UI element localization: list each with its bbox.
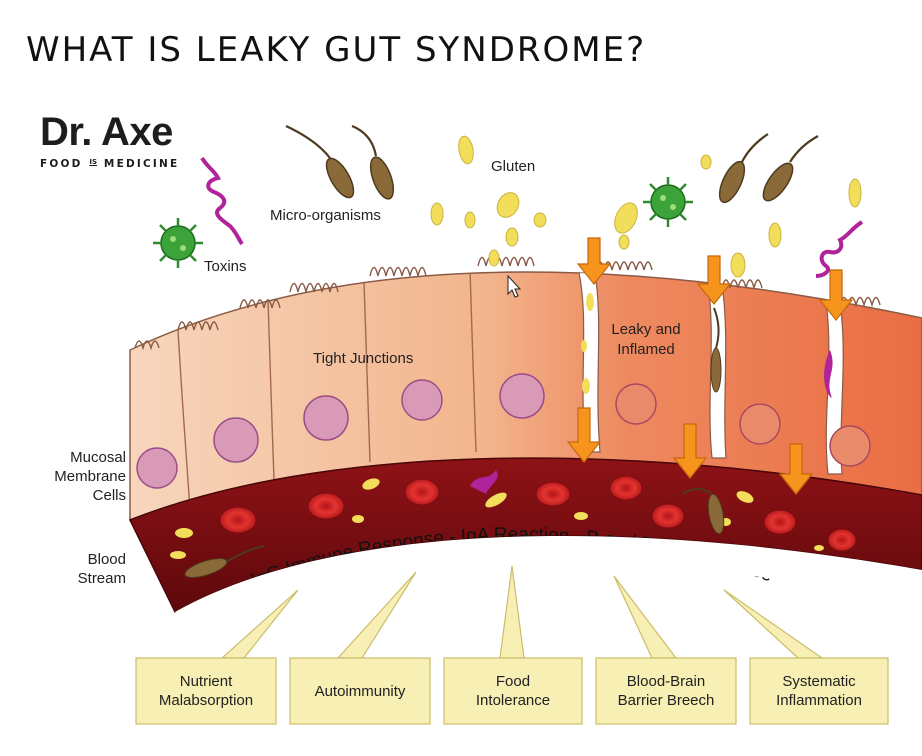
virus-icon (643, 177, 693, 227)
nucleus (499, 373, 545, 419)
outcome-box-systematic-inflammation: Systematic Inflammation (749, 657, 889, 725)
blood-stream-label-1: Blood (88, 551, 126, 568)
arrow-icon (576, 237, 612, 285)
nucleus (401, 379, 443, 421)
leaky-inflamed-label-1: Leaky and (611, 321, 680, 338)
nucleus (303, 395, 349, 441)
page-title: WHAT IS LEAKY GUT SYNDROME? (26, 30, 647, 70)
red-blood-cell (535, 481, 571, 507)
logo-tag-food: FOOD (40, 158, 83, 170)
outcome-box-blood-brain-barrier: Blood-Brain Barrier Breech (595, 657, 737, 725)
leaking-particles (581, 293, 833, 398)
red-blood-cell (609, 475, 643, 501)
blood-stream-label-2: Stream (78, 570, 126, 587)
nucleus (136, 447, 178, 489)
logo-tagline: FOOD IS MEDICINE (40, 158, 179, 170)
outcome-line-1: Nutrient (180, 673, 233, 690)
outcome-boxes: Nutrient Malabsorption Autoimmunity Food… (135, 657, 889, 725)
gluten-in-blood (170, 478, 838, 566)
bacterium-icon (285, 125, 355, 199)
mouse-cursor-icon (507, 274, 522, 298)
red-blood-cell (763, 509, 797, 535)
bacterium-icon (718, 133, 769, 204)
virus-icon (153, 218, 203, 268)
nucleus (829, 425, 871, 467)
mucosal-label-3: Cells (93, 487, 126, 504)
red-blood-cell (827, 528, 857, 552)
outcome-box-food-intolerance: Food Intolerance (443, 657, 583, 725)
arrow-icon (818, 269, 854, 321)
microvilli (134, 256, 881, 351)
outcome-line-1: Autoimmunity (315, 683, 406, 700)
toxin-spiral-icon (200, 156, 864, 278)
gluten-particles (430, 135, 862, 278)
bacterium-icon (351, 124, 395, 200)
toxins-cluster (153, 156, 864, 278)
microorganisms-cluster (285, 124, 819, 204)
outcome-box-nutrient-malabsorption: Nutrient Malabsorption (135, 657, 277, 725)
red-blood-cell (651, 503, 685, 529)
nucleus (615, 383, 657, 425)
nucleus (213, 417, 259, 463)
red-blood-cell (404, 478, 440, 506)
outcome-line-2: Inflammation (776, 692, 862, 709)
leak-arrows (566, 237, 854, 495)
outcome-line-2: Barrier Breech (618, 692, 715, 709)
gluten-label: Gluten (491, 158, 535, 175)
outcome-line-1: Food (496, 673, 530, 690)
arrow-icon (566, 407, 602, 463)
tight-junctions-label: Tight Junctions (313, 350, 413, 367)
microbes-in-blood (184, 470, 725, 579)
dr-axe-logo: Dr. Axe FOOD IS MEDICINE (40, 112, 179, 170)
outcome-line-1: Blood-Brain (627, 673, 705, 690)
logo-tag-medicine: MEDICINE (103, 158, 180, 170)
mucosal-label-2: Membrane (54, 468, 126, 485)
cell-borders (177, 272, 477, 511)
logo-tag-is: IS (89, 158, 98, 166)
outcome-box-autoimmunity: Autoimmunity (289, 657, 431, 725)
outcome-line-2: Intolerance (476, 692, 550, 709)
cell-nuclei (136, 373, 871, 489)
arrow-icon (672, 423, 708, 479)
arrow-icon (696, 255, 732, 305)
mucosal-label-1: Mucosal (70, 449, 126, 466)
red-blood-cell (219, 506, 257, 534)
leaky-inflamed-label-2: Inflamed (617, 341, 675, 358)
red-blood-cell (307, 492, 345, 520)
outcome-line-1: Systematic (782, 673, 856, 690)
lower-wall (175, 535, 922, 628)
arrow-icon (778, 443, 814, 495)
red-blood-cells (219, 475, 857, 552)
nucleus (739, 403, 781, 445)
bacterium-icon (762, 135, 819, 202)
logo-name: Dr. Axe (40, 110, 173, 154)
callout-wedges (220, 565, 824, 659)
microorganisms-label: Micro-organisms (270, 207, 381, 224)
outcome-line-2: Malabsorption (159, 692, 253, 709)
toxins-label: Toxins (204, 258, 247, 275)
